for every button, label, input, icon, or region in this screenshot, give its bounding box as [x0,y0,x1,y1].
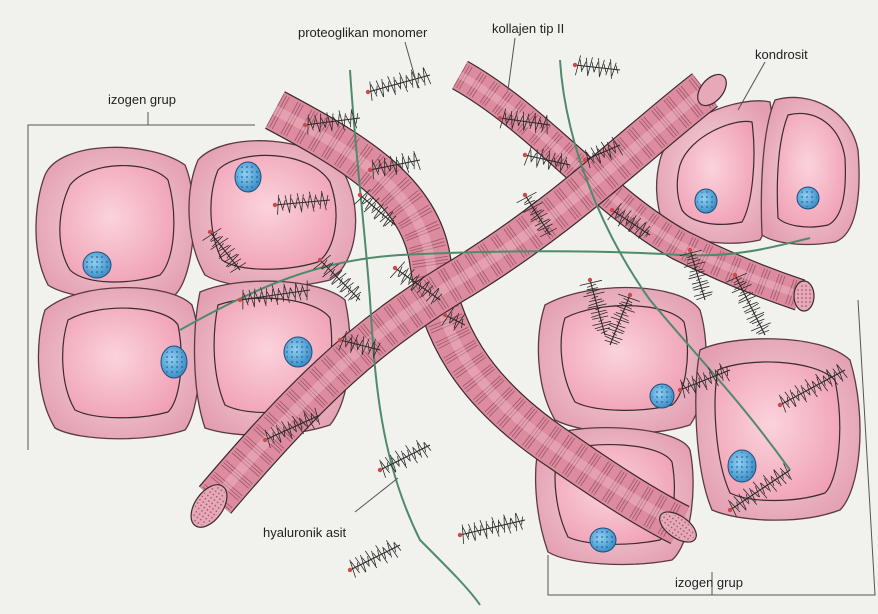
bottlebrush-icon [458,513,525,544]
bottlebrush-icon [378,440,431,477]
bottlebrush-icon [573,55,620,79]
chondrocyte-cell [538,288,706,434]
chondrocyte-cell [36,147,194,300]
label-isogenous-group-left: izogen grup [108,92,176,107]
label-hyaluronic-acid: hyaluronik asit [263,525,346,540]
bottlebrush-icon [348,540,401,577]
label-isogenous-group-right: izogen grup [675,575,743,590]
label-proteoglycan-monomer: proteoglikan monomer [298,25,427,40]
label-chondrocyte: kondrosit [755,47,808,62]
bottlebrush-icon [366,68,431,101]
label-collagen-type-ii: kollajen tip II [492,21,564,36]
chondrocyte-cell [761,97,859,244]
